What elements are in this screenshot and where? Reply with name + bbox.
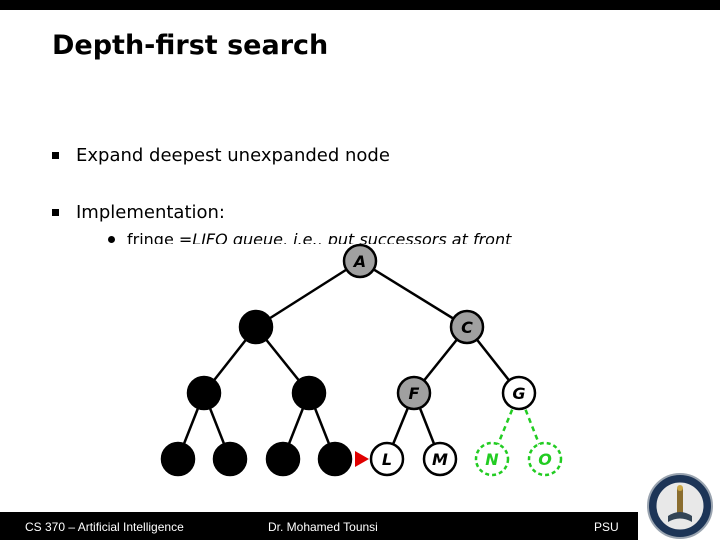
tree-node-c bbox=[449, 309, 485, 345]
sub-bullet-fringe: fringe = LIFO queue, i.e., put successor… bbox=[108, 230, 511, 244]
tree-node-o bbox=[527, 441, 563, 477]
footer-bar: CS 370 – Artificial Intelligence Dr. Moh… bbox=[0, 512, 638, 540]
tree-node-l bbox=[369, 441, 405, 477]
tree-node-g bbox=[501, 375, 537, 411]
university-seal-icon bbox=[647, 473, 713, 539]
tree-node-m bbox=[422, 441, 458, 477]
tree-node-label: C bbox=[461, 318, 473, 337]
tree-edge bbox=[255, 259, 361, 329]
tree-node-k bbox=[317, 441, 353, 477]
tree-node-h bbox=[160, 441, 196, 477]
tree-node-j bbox=[265, 441, 301, 477]
footer-institution: PSU bbox=[594, 520, 619, 534]
tree-node-label: G bbox=[512, 384, 525, 403]
search-tree: A C F G L M N O bbox=[160, 243, 563, 477]
tree-node-label: N bbox=[485, 450, 499, 469]
tree-node-b bbox=[238, 309, 274, 345]
tree-node-f bbox=[396, 375, 432, 411]
bullet-text: Expand deepest unexpanded node bbox=[76, 145, 390, 166]
tree-node-label: F bbox=[409, 384, 420, 403]
sub-bullet-prefix: fringe = bbox=[127, 230, 193, 244]
tree-node-label: L bbox=[382, 450, 392, 469]
tree-node-d bbox=[186, 375, 222, 411]
footer-instructor: Dr. Mohamed Tounsi bbox=[268, 520, 378, 534]
tree-edge bbox=[359, 259, 468, 329]
bullet-text: Implementation: bbox=[76, 202, 225, 223]
tree-node-n bbox=[474, 441, 510, 477]
slide-title: Depth-first search bbox=[52, 30, 329, 61]
tree-node-e bbox=[291, 375, 327, 411]
sub-bullet-rest: LIFO queue, i.e., put successors at fron… bbox=[192, 230, 512, 244]
bullet-implementation: Implementation: bbox=[52, 202, 225, 223]
bullet-expand: Expand deepest unexpanded node bbox=[52, 145, 390, 166]
tree-node-label: M bbox=[432, 450, 448, 469]
tree-node-i bbox=[212, 441, 248, 477]
tree-node-label: A bbox=[352, 252, 366, 271]
round-bullet-icon bbox=[108, 236, 115, 243]
top-bar bbox=[0, 0, 720, 10]
tree-node-a bbox=[342, 243, 378, 279]
footer-course: CS 370 – Artificial Intelligence bbox=[25, 520, 184, 534]
red-arrow-icon bbox=[355, 451, 369, 467]
sub-bullet-clip: fringe = LIFO queue, i.e., put successor… bbox=[0, 0, 720, 244]
square-bullet-icon bbox=[52, 152, 59, 159]
tree-node-label: O bbox=[538, 450, 552, 469]
square-bullet-icon bbox=[52, 209, 59, 216]
